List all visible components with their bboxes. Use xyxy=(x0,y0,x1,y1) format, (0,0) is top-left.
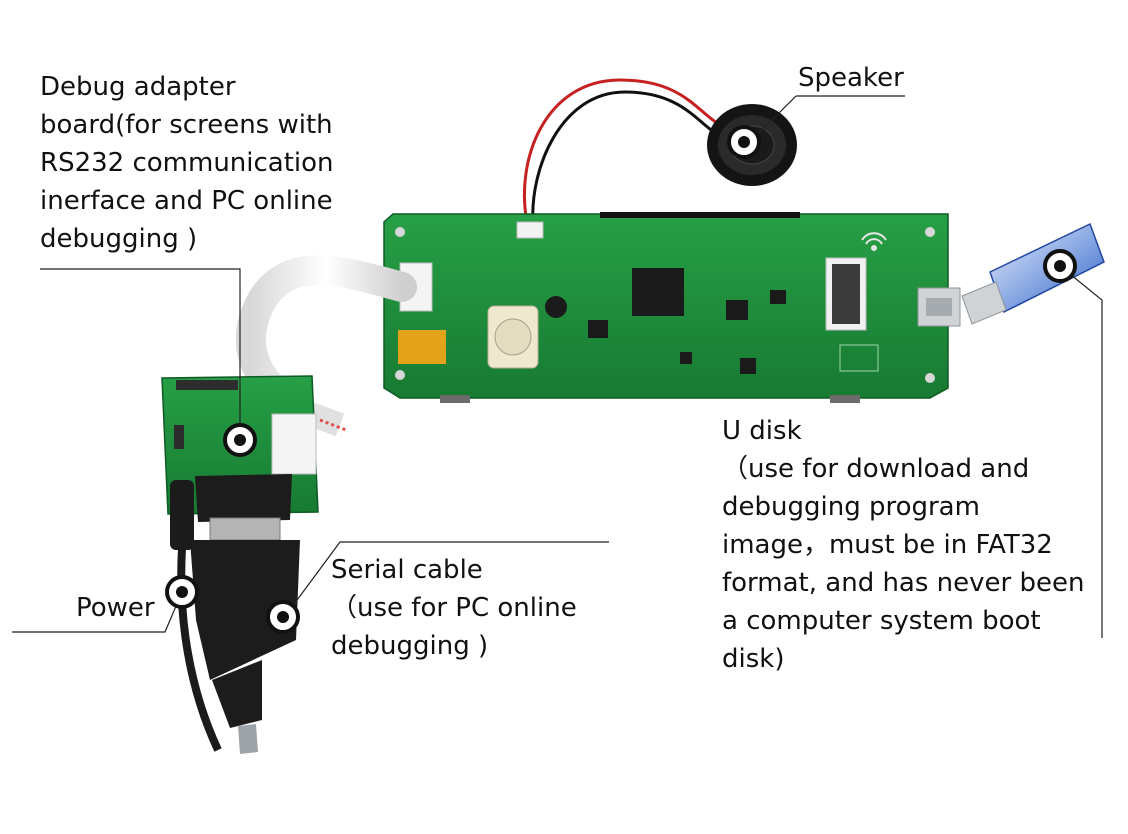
power-label: Power xyxy=(76,593,155,623)
wifi-icon xyxy=(861,232,887,251)
target-dot-icon xyxy=(223,423,257,457)
speaker-wires xyxy=(522,78,729,223)
power-cable xyxy=(170,480,222,752)
usb-flash-drive xyxy=(961,222,1105,325)
target-dot-icon xyxy=(266,600,300,634)
debug-adapter-label: Debug adapter board(for screens with RS2… xyxy=(40,72,334,254)
target-dot-icon xyxy=(1043,249,1077,283)
serial-cable xyxy=(190,474,300,754)
speaker-label: Speaker xyxy=(798,63,904,93)
serial-cable-label: Serial cable （use for PC online debuggin… xyxy=(331,555,577,661)
u-disk-label: U disk （use for download and debugging p… xyxy=(722,416,1085,674)
target-dot-icon xyxy=(727,125,761,159)
main-pcb xyxy=(383,212,961,403)
target-dot-icon xyxy=(165,575,199,609)
